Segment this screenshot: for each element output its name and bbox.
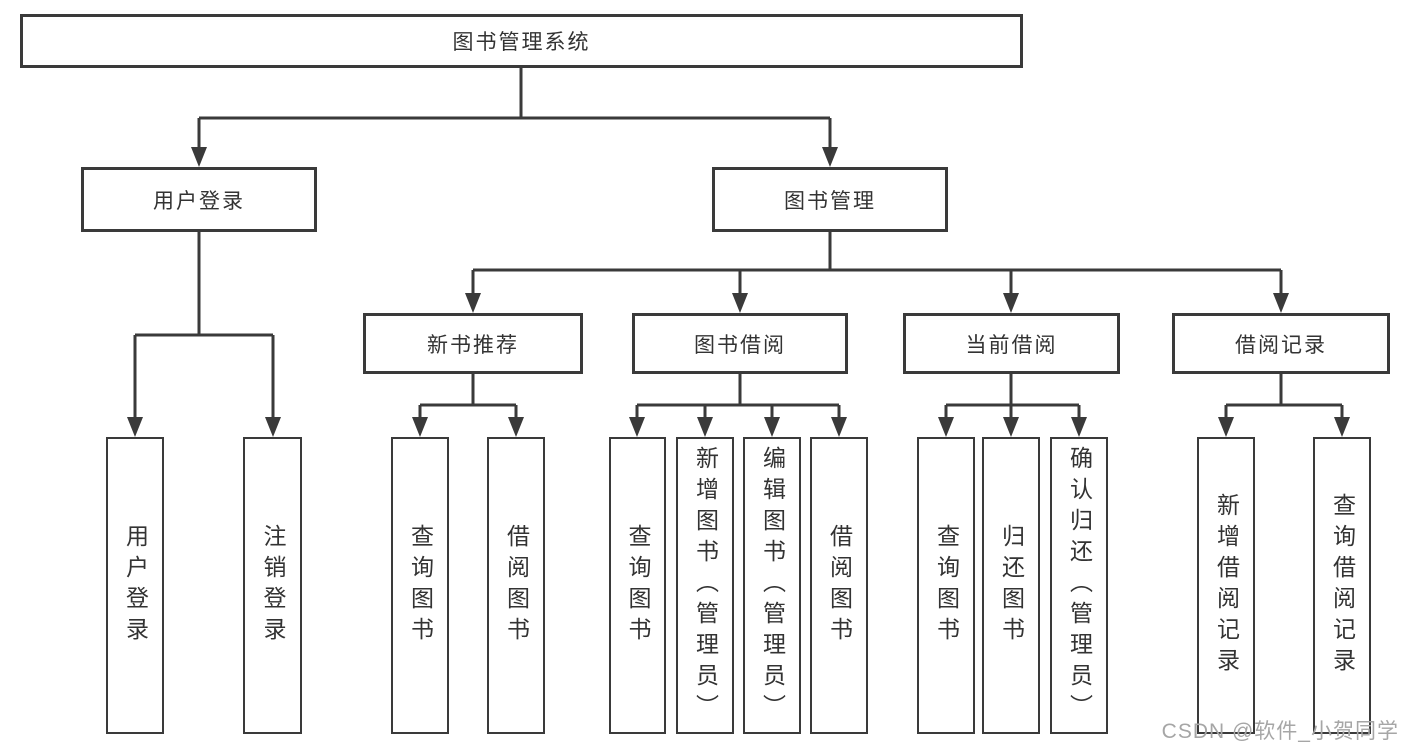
leaf-confirm-return-admin: 确认归还（管理员） <box>1050 437 1108 734</box>
leaf-borrow-books-recommend: 借阅图书 <box>487 437 545 734</box>
leaf-borrow-books-borrowing: 借阅图书 <box>810 437 868 734</box>
leaf-borrow-books-recommend-label: 借阅图书 <box>503 523 530 648</box>
node-user-login-label: 用户登录 <box>153 189 245 213</box>
node-book-borrowing-label: 图书借阅 <box>694 333 786 357</box>
node-root-label: 图书管理系统 <box>452 31 591 54</box>
leaf-query-borrow-record-label: 查询借阅记录 <box>1329 492 1356 679</box>
node-book-management-label: 图书管理 <box>784 189 876 213</box>
leaf-query-books-recommend: 查询图书 <box>391 437 449 734</box>
leaf-edit-books-admin: 编辑图书（管理员） <box>743 437 801 734</box>
leaf-add-books-admin-label: 新增图书（管理员） <box>692 446 719 725</box>
node-borrowing-records: 借阅记录 <box>1172 313 1390 374</box>
node-book-management: 图书管理 <box>712 167 948 232</box>
leaf-confirm-return-admin-label: 确认归还（管理员） <box>1066 446 1093 725</box>
leaf-add-borrow-record-label: 新增借阅记录 <box>1213 492 1240 679</box>
leaf-query-books-borrowing: 查询图书 <box>609 437 666 734</box>
node-new-book-recommendation: 新书推荐 <box>363 313 583 374</box>
leaf-return-books-label: 归还图书 <box>998 523 1025 648</box>
leaf-query-books-borrowing-label: 查询图书 <box>625 523 651 648</box>
node-current-borrowing-label: 当前借阅 <box>965 333 1058 357</box>
leaf-query-books-recommend-label: 查询图书 <box>407 523 434 648</box>
leaf-add-books-admin: 新增图书（管理员） <box>676 437 734 734</box>
node-user-login: 用户登录 <box>81 167 317 232</box>
leaf-user-login-label: 用户登录 <box>122 523 149 648</box>
node-root: 图书管理系统 <box>20 14 1023 68</box>
node-current-borrowing: 当前借阅 <box>903 313 1120 374</box>
leaf-query-books-current-label: 查询图书 <box>933 523 960 648</box>
node-book-borrowing: 图书借阅 <box>632 313 848 374</box>
node-new-book-recommendation-label: 新书推荐 <box>427 333 519 357</box>
leaf-edit-books-admin-label: 编辑图书（管理员） <box>759 446 786 725</box>
leaf-user-login: 用户登录 <box>106 437 164 734</box>
leaf-add-borrow-record: 新增借阅记录 <box>1197 437 1255 734</box>
leaf-query-books-current: 查询图书 <box>917 437 975 734</box>
watermark-text: CSDN @软件_小贺同学 <box>1161 720 1399 743</box>
leaf-borrow-books-borrowing-label: 借阅图书 <box>826 523 853 648</box>
leaf-query-borrow-record: 查询借阅记录 <box>1313 437 1371 734</box>
leaf-return-books: 归还图书 <box>982 437 1040 734</box>
leaf-logout-label: 注销登录 <box>260 523 286 648</box>
leaf-logout: 注销登录 <box>243 437 302 734</box>
node-borrowing-records-label: 借阅记录 <box>1235 333 1327 357</box>
